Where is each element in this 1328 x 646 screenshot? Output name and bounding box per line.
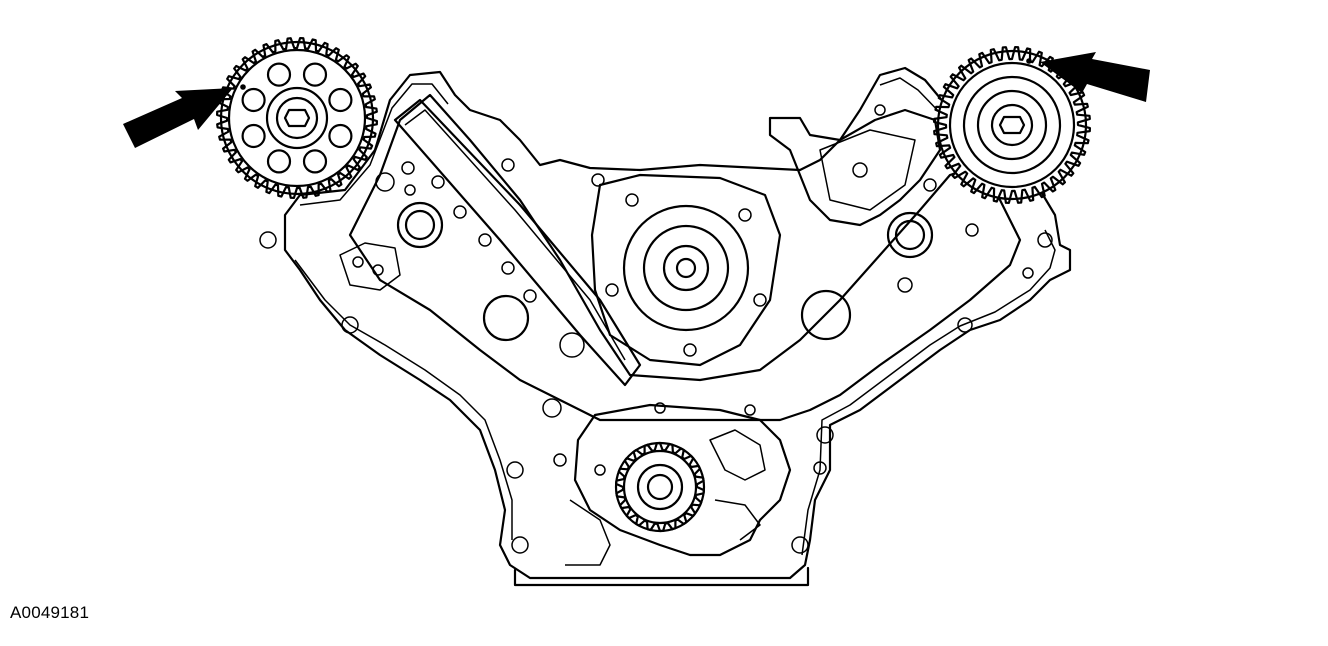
right-camshaft-sprocket bbox=[933, 46, 1091, 204]
water-pump bbox=[590, 173, 782, 367]
sprocket-lightening-hole bbox=[328, 123, 353, 149]
crankshaft-sprocket bbox=[614, 441, 706, 533]
sprocket-lightening-hole bbox=[266, 62, 292, 87]
sprocket-lightening-hole bbox=[302, 62, 328, 87]
left-timing-mark bbox=[240, 84, 246, 90]
right-camshaft-sprocket-arrow-icon bbox=[1040, 52, 1150, 102]
right-tensioner-bracket bbox=[768, 104, 942, 227]
figure-id-label: A0049181 bbox=[10, 603, 90, 622]
oil-pump-housing bbox=[565, 403, 792, 566]
left-camshaft-sprocket-arrow-icon bbox=[123, 88, 233, 148]
cover-bore-openings bbox=[396, 201, 934, 342]
left-chain-guide bbox=[393, 98, 642, 387]
right-timing-mark bbox=[1026, 58, 1032, 64]
cover-bolt-holes bbox=[259, 158, 1053, 554]
left-bracket-plate bbox=[339, 242, 401, 291]
sprocket-lightening-hole bbox=[302, 149, 328, 174]
sprocket-lightening-hole bbox=[328, 87, 353, 113]
sprocket-lightening-hole bbox=[241, 123, 266, 149]
sprocket-lightening-hole bbox=[266, 149, 292, 174]
sprocket-lightening-hole bbox=[241, 87, 266, 113]
left-camshaft-sprocket bbox=[216, 37, 378, 199]
